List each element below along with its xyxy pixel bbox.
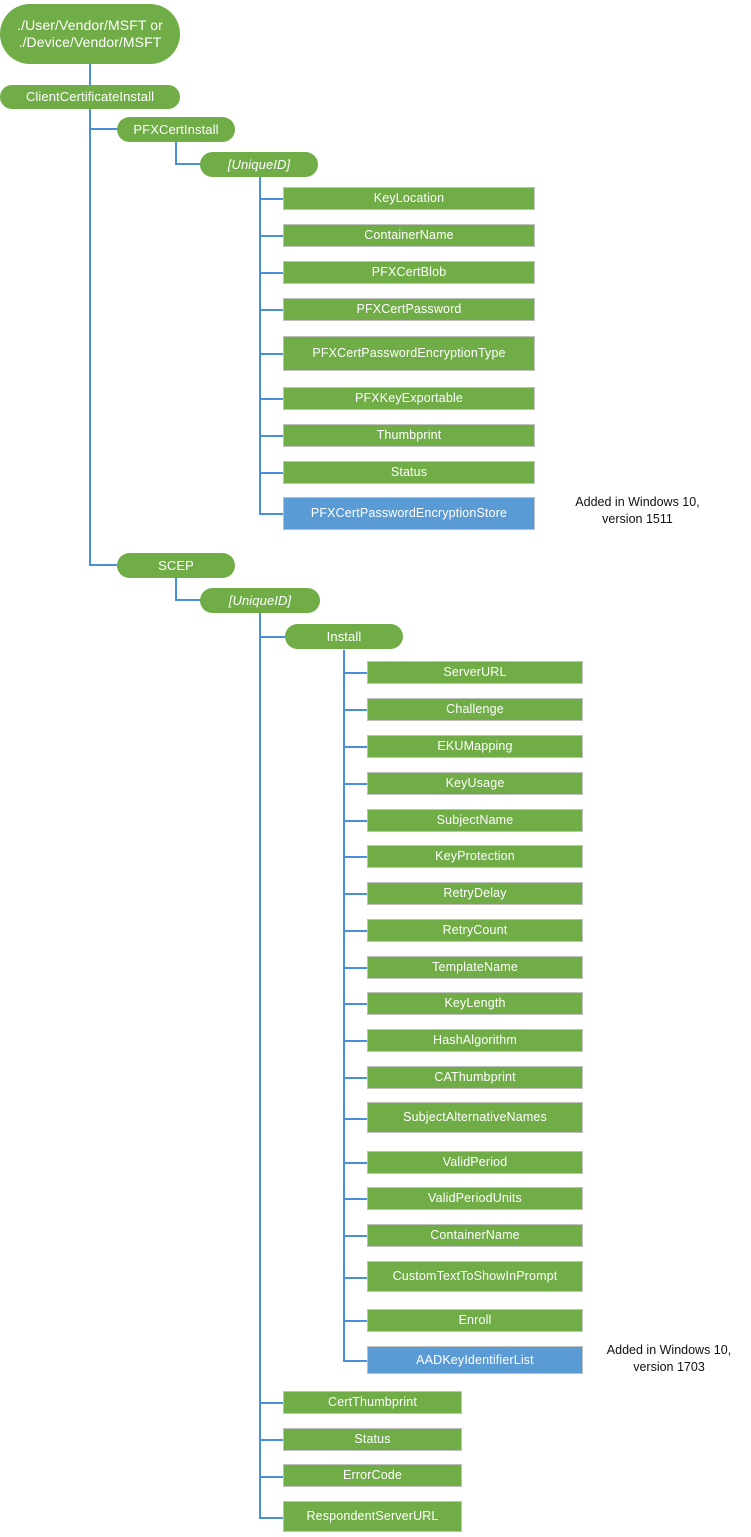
annotation-scep-added-version: Added in Windows 10, version 1703 (606, 1343, 732, 1374)
connector-install-branch-10 (343, 1003, 368, 1005)
connector-install-branch-17 (343, 1277, 368, 1279)
connector-install-branch-11 (343, 1040, 368, 1042)
connector-install-branch-3 (343, 746, 368, 748)
connector-pfxcertinstall-trunk (175, 142, 177, 164)
connector-cci-trunk (89, 108, 91, 565)
connector-scep-to-uniqueid (175, 599, 202, 601)
node-install-child-cathumbprint[interactable]: CAThumbprint (367, 1066, 583, 1089)
connector-install-branch-15 (343, 1198, 368, 1200)
node-install-child-keyprotection[interactable]: KeyProtection (367, 845, 583, 868)
node-scep-child-status[interactable]: Status (283, 1428, 462, 1451)
connector-pfx-branch-4 (259, 309, 284, 311)
connector-pfx-branch-3 (259, 272, 284, 274)
connector-pfx-branch-6 (259, 398, 284, 400)
connector-install-branch-5 (343, 820, 368, 822)
node-install-child-templatename[interactable]: TemplateName (367, 956, 583, 979)
node-install-child-hashalgorithm[interactable]: HashAlgorithm (367, 1029, 583, 1052)
node-install-child-customtexttoshowinprompt[interactable]: CustomTextToShowInPrompt (367, 1261, 583, 1292)
connector-install-branch-13 (343, 1118, 368, 1120)
node-install-child-subjectname[interactable]: SubjectName (367, 809, 583, 832)
node-install-child-enroll[interactable]: Enroll (367, 1309, 583, 1332)
node-install-child-retrycount[interactable]: RetryCount (367, 919, 583, 942)
connector-install-branch-9 (343, 967, 368, 969)
connector-install-branch-1 (343, 672, 368, 674)
node-pfx-cert-install[interactable]: PFXCertInstall (117, 117, 235, 142)
node-scep-child-certthumbprint[interactable]: CertThumbprint (283, 1391, 462, 1414)
node-scep-child-respondentserverurl[interactable]: RespondentServerURL (283, 1501, 462, 1532)
connector-install-branch-7 (343, 893, 368, 895)
node-install-child-aadkeyidentifierlist[interactable]: AADKeyIdentifierList (367, 1346, 583, 1374)
node-pfx-child-pfxcertpasswordencryptiontype[interactable]: PFXCertPasswordEncryptionType (283, 336, 535, 371)
connector-root-to-cci (89, 64, 91, 86)
node-install-child-keyusage[interactable]: KeyUsage (367, 772, 583, 795)
connector-pfxcertinstall-to-uniqueid (175, 163, 202, 165)
connector-install-branch-2 (343, 709, 368, 711)
connector-install-branch-6 (343, 856, 368, 858)
node-scep-unique-id[interactable]: [UniqueID] (200, 588, 320, 613)
connector-pfx-branch-1 (259, 198, 284, 200)
connector-scep-leaf-1 (259, 1402, 284, 1404)
connector-scep-leaf-4 (259, 1517, 284, 1519)
connector-pfx-branch-8 (259, 472, 284, 474)
connector-install-branch-14 (343, 1162, 368, 1164)
node-install-child-validperiod[interactable]: ValidPeriod (367, 1151, 583, 1174)
connector-install-branch-8 (343, 930, 368, 932)
node-client-certificate-install[interactable]: ClientCertificateInstall (0, 85, 180, 109)
node-install-child-serverurl[interactable]: ServerURL (367, 661, 583, 684)
connector-scep-uniqueid-to-install (259, 636, 286, 638)
annotation-pfx-added-version: Added in Windows 10, version 1511 (575, 495, 700, 526)
node-pfx-child-pfxcertpassword[interactable]: PFXCertPassword (283, 298, 535, 321)
node-pfx-child-thumbprint[interactable]: Thumbprint (283, 424, 535, 447)
connector-install-branch-12 (343, 1077, 368, 1079)
node-scep[interactable]: SCEP (117, 553, 235, 578)
node-pfx-child-keylocation[interactable]: KeyLocation (283, 187, 535, 210)
connector-scep-leaf-2 (259, 1439, 284, 1441)
connector-scep-uniqueid-trunk (259, 613, 261, 1519)
connector-install-branch-4 (343, 783, 368, 785)
connector-scep-leaf-3 (259, 1476, 284, 1478)
node-pfx-unique-id[interactable]: [UniqueID] (200, 152, 318, 177)
node-install-child-retrydelay[interactable]: RetryDelay (367, 882, 583, 905)
node-install[interactable]: Install (285, 624, 403, 649)
connector-install-branch-18 (343, 1320, 368, 1322)
node-install-child-ekumapping[interactable]: EKUMapping (367, 735, 583, 758)
node-scep-child-errorcode[interactable]: ErrorCode (283, 1464, 462, 1487)
node-install-child-challenge[interactable]: Challenge (367, 698, 583, 721)
node-install-child-validperiodunits[interactable]: ValidPeriodUnits (367, 1187, 583, 1210)
node-install-child-containername[interactable]: ContainerName (367, 1224, 583, 1247)
connector-pfx-branch-7 (259, 435, 284, 437)
connector-pfx-branch-2 (259, 235, 284, 237)
connector-install-branch-16 (343, 1235, 368, 1237)
node-root[interactable]: ./User/Vendor/MSFT or ./Device/Vendor/MS… (0, 4, 180, 64)
node-pfx-child-containername[interactable]: ContainerName (283, 224, 535, 247)
connector-scep-trunk (175, 578, 177, 600)
node-install-child-subjectalternativenames[interactable]: SubjectAlternativeNames (367, 1102, 583, 1133)
connector-pfx-branch-5 (259, 353, 284, 355)
connector-install-branch-19 (343, 1360, 368, 1362)
connector-cci-to-pfxcertinstall (89, 128, 125, 130)
node-pfx-child-status[interactable]: Status (283, 461, 535, 484)
connector-pfx-branch-9 (259, 513, 284, 515)
connector-pfx-uniqueid-trunk (259, 177, 261, 514)
node-pfx-child-pfxcertblob[interactable]: PFXCertBlob (283, 261, 535, 284)
node-install-child-keylength[interactable]: KeyLength (367, 992, 583, 1015)
node-pfx-child-pfxkeyexportable[interactable]: PFXKeyExportable (283, 387, 535, 410)
connector-install-trunk (343, 650, 345, 1362)
node-pfx-child-pfxcertpasswordencryptionstore[interactable]: PFXCertPasswordEncryptionStore (283, 497, 535, 530)
connector-cci-to-scep (89, 564, 117, 566)
